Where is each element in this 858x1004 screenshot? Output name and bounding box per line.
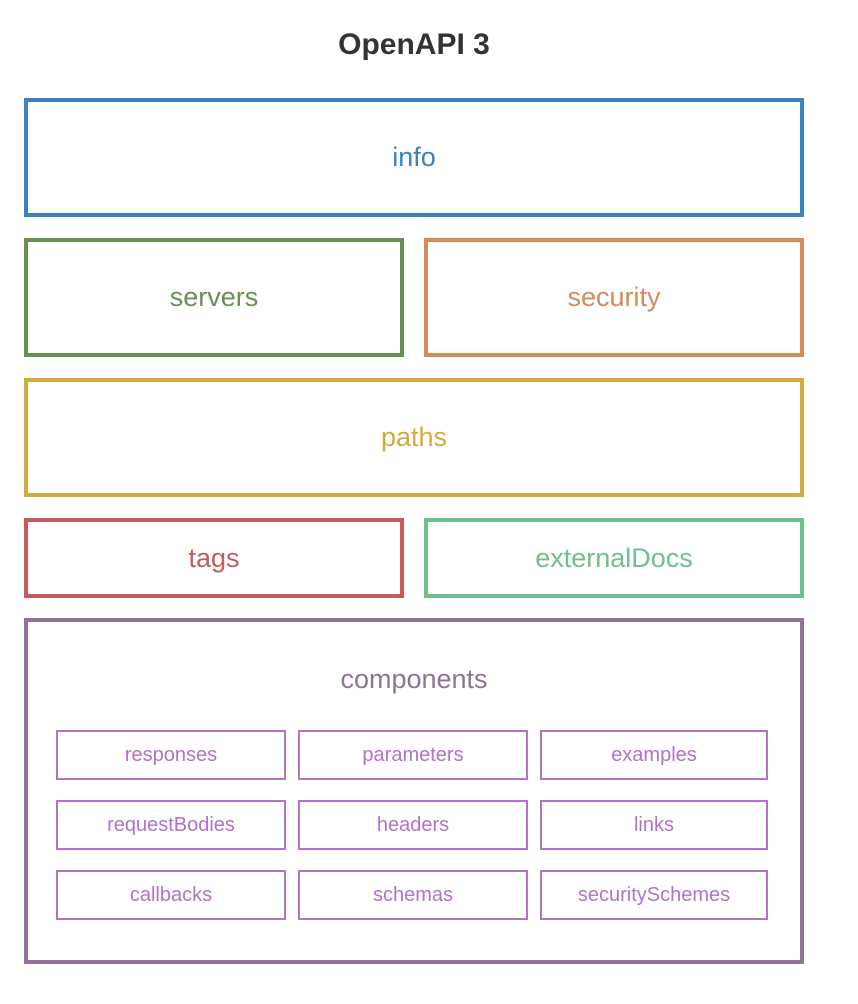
component-item-parameters: parameters xyxy=(298,730,528,780)
component-item-callbacks: callbacks xyxy=(56,870,286,920)
servers-label: servers xyxy=(169,282,259,312)
tags-label: tags xyxy=(188,542,240,573)
component-item-links: links xyxy=(540,800,768,850)
security-label: security xyxy=(567,282,661,312)
components-label: components xyxy=(340,664,488,694)
security-box: security xyxy=(424,238,804,357)
info-box: info xyxy=(24,98,804,217)
paths-label: paths xyxy=(380,422,448,452)
component-item-securityschemes: securitySchemes xyxy=(540,870,768,920)
servers-box: servers xyxy=(24,238,404,357)
paths-box: paths xyxy=(24,378,804,497)
components-box: components responses parameters examples… xyxy=(24,618,804,964)
tags-box: tags xyxy=(24,518,404,598)
component-item-headers: headers xyxy=(298,800,528,850)
info-label: info xyxy=(392,142,436,172)
diagram-title: OpenAPI 3 xyxy=(338,28,490,61)
externaldocs-label: externalDocs xyxy=(535,542,693,573)
component-item-responses: responses xyxy=(56,730,286,780)
component-item-examples: examples xyxy=(540,730,768,780)
component-item-schemas: schemas xyxy=(298,870,528,920)
externaldocs-box: externalDocs xyxy=(424,518,804,598)
component-item-requestbodies: requestBodies xyxy=(56,800,286,850)
